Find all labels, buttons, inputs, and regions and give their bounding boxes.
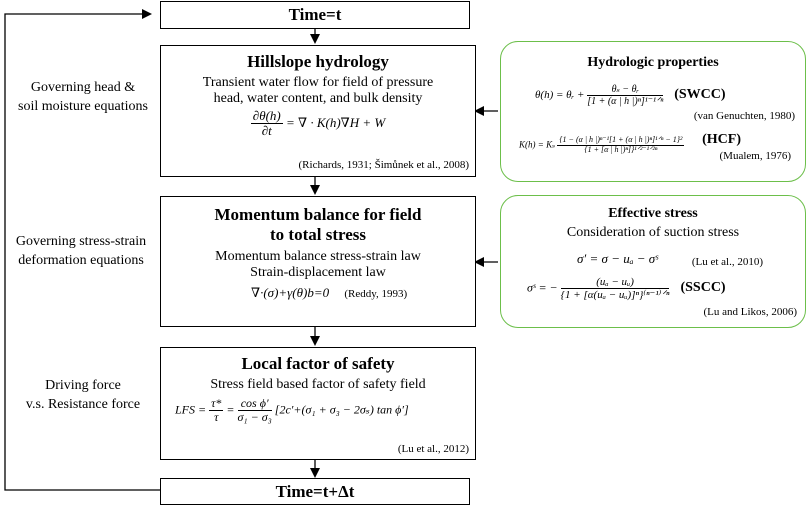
lfs-eq-frac2: cos ϕ′ σ₁ − σ₃ xyxy=(237,396,272,425)
hcf-row: K(h) = Kₛ {1 − (α | h |)ⁿ⁻¹[1 + (α | h |… xyxy=(519,135,805,155)
side-label-driving-2: v.s. Resistance force xyxy=(25,397,141,412)
lfs-line1: Stress field based factor of safety fiel… xyxy=(210,377,426,392)
side-label-governing-head-2: soil moisture equations xyxy=(18,99,148,114)
swcc-den: [1 + (α | h |)ⁿ]¹⁻¹ᐟⁿ xyxy=(587,96,664,107)
effective-eq1-citation: (Lu et al., 2010) xyxy=(691,256,763,268)
swcc-tag: (SWCC) xyxy=(674,87,726,103)
side-label-driving-1: Driving force xyxy=(45,378,121,393)
sscc-citation: (Lu and Likos, 2006) xyxy=(703,306,797,318)
time-t-box: Time=t xyxy=(160,1,470,29)
lfs-eq-equals: = xyxy=(226,402,235,417)
hillslope-hydrology-box: Hillslope hydrology Transient water flow… xyxy=(160,45,476,177)
hillslope-eq-rhs: = ∇ · K(h)∇H + W xyxy=(285,114,386,130)
momentum-citation: (Reddy, 1993) xyxy=(344,288,408,300)
swcc-num: θₛ − θᵣ xyxy=(587,84,664,96)
momentum-equation: ∇·(σ)+γ(θ)b=0 xyxy=(251,285,330,300)
time-t-plus-dt-box: Time=t+Δt xyxy=(160,478,470,505)
swcc-fraction: θₛ − θᵣ [1 + (α | h |)ⁿ]¹⁻¹ᐟⁿ xyxy=(587,84,664,107)
side-label-governing-head-1: Governing head & xyxy=(30,80,136,95)
hillslope-title: Hillslope hydrology xyxy=(247,52,389,71)
side-label-stress-strain: Governing stress-strain deformation equa… xyxy=(4,232,158,270)
hcf-citation: (Mualem, 1976) xyxy=(719,150,791,162)
lfs-eq-frac1: τ* τ xyxy=(209,396,224,425)
momentum-title-2: to total stress xyxy=(270,225,366,244)
momentum-equation-row: ∇·(σ)+γ(θ)b=0 (Reddy, 1993) xyxy=(161,285,475,301)
side-label-governing-head: Governing head & soil moisture equations xyxy=(8,78,158,116)
sscc-num: (uₐ − uᵤ) xyxy=(560,276,670,290)
hillslope-line2: head, water content, and bulk density xyxy=(213,91,423,106)
lfs-eq-frac1-den: τ xyxy=(214,410,219,425)
hcf-lhs: K(h) = Kₛ xyxy=(519,139,556,150)
momentum-line1: Momentum balance stress-strain law xyxy=(215,249,421,264)
lfs-eq-frac2-num: cos ϕ′ xyxy=(237,396,272,412)
sscc-lhs: σˢ = − xyxy=(527,280,558,295)
local-factor-of-safety-box: Local factor of safety Stress field base… xyxy=(160,347,476,460)
hillslope-equation: ∂θ(h) ∂t = ∇ · K(h)∇H + W xyxy=(161,108,475,139)
momentum-line2: Strain-displacement law xyxy=(250,265,386,280)
time-t-label: Time=t xyxy=(288,5,342,24)
sscc-tag: (SSCC) xyxy=(680,280,726,296)
hillslope-line1: Transient water flow for field of pressu… xyxy=(202,75,434,90)
hcf-num: {1 − (α | h |)ⁿ⁻¹[1 + (α | h |)ⁿ]¹ᐟⁿ − 1… xyxy=(557,135,685,146)
hydrologic-title: Hydrologic properties xyxy=(587,55,719,70)
lfs-title: Local factor of safety xyxy=(241,354,395,373)
lfs-eq-frac2-den: σ₁ − σ₃ xyxy=(237,410,272,425)
hillslope-eq-fraction: ∂θ(h) ∂t xyxy=(250,108,283,139)
lfs-eq-lhs: LFS = xyxy=(175,402,207,417)
hillslope-citation: (Richards, 1931; Šimůnek et al., 2008) xyxy=(298,159,469,171)
sscc-fraction: (uₐ − uᵤ) {1 + [α(uₐ − uᵤ)]ⁿ}⁽ⁿ⁻¹⁾ᐟⁿ xyxy=(560,276,670,302)
momentum-balance-box: Momentum balance for field to total stre… xyxy=(160,196,476,327)
lfs-equation: LFS = τ* τ = cos ϕ′ σ₁ − σ₃ [2c′+(σ₁ + σ… xyxy=(161,396,475,425)
swcc-citation: (van Genuchten, 1980) xyxy=(693,110,795,122)
effective-title: Effective stress xyxy=(608,206,698,221)
effective-stress-box: Effective stress Consideration of suctio… xyxy=(500,195,806,328)
lfs-citation: (Lu et al., 2012) xyxy=(397,443,469,455)
side-label-stress-strain-1: Governing stress-strain xyxy=(15,234,147,249)
sscc-row: σˢ = − (uₐ − uᵤ) {1 + [α(uₐ − uᵤ)]ⁿ}⁽ⁿ⁻¹… xyxy=(527,276,726,301)
effective-line1: Consideration of suction stress xyxy=(566,225,740,240)
hcf-den: {1 + [α | h |)ⁿ]}¹ᐟ²⁻¹ᐟ²ⁿ xyxy=(584,144,658,154)
hydrologic-properties-box: Hydrologic properties θ(h) = θᵣ + θₛ − θ… xyxy=(500,41,806,182)
lfs-eq-frac1-num: τ* xyxy=(209,396,224,412)
hillslope-eq-num: ∂θ(h) xyxy=(250,108,283,125)
loop-line xyxy=(4,9,160,491)
lfs-eq-rest: [2c′+(σ₁ + σ₃ − 2σₛ) tan ϕ′] xyxy=(274,402,409,417)
hillslope-eq-den: ∂t xyxy=(261,123,272,139)
swcc-lhs: θ(h) = θᵣ + xyxy=(535,89,585,102)
time-t-plus-dt-label: Time=t+Δt xyxy=(275,482,355,501)
sscc-den: {1 + [α(uₐ − uᵤ)]ⁿ}⁽ⁿ⁻¹⁾ᐟⁿ xyxy=(560,289,670,302)
hcf-fraction: {1 − (α | h |)ⁿ⁻¹[1 + (α | h |)ⁿ]¹ᐟⁿ − 1… xyxy=(557,135,685,155)
side-label-stress-strain-2: deformation equations xyxy=(18,253,144,268)
effective-eq1: σ′ = σ − uₐ − σˢ xyxy=(577,251,658,266)
side-label-driving: Driving force v.s. Resistance force xyxy=(8,376,158,414)
swcc-row: θ(h) = θᵣ + θₛ − θᵣ [1 + (α | h |)ⁿ]¹⁻¹ᐟ… xyxy=(535,84,805,107)
momentum-title-1: Momentum balance for field xyxy=(214,205,422,224)
hcf-tag: (HCF) xyxy=(702,132,741,147)
